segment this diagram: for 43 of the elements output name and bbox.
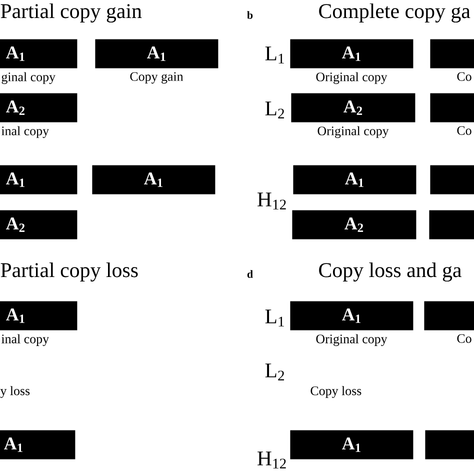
gene-block: A$_{2}$: [291, 93, 416, 122]
panel-title: Partial copy gain: [0, 3, 142, 22]
gene-block: A$_{2}$: [292, 210, 416, 240]
gene-block: A$_{2}$: [0, 93, 78, 122]
row-label: H$_{12}$: [258, 452, 286, 468]
gene-block: [429, 210, 474, 240]
node-label: Co: [457, 126, 472, 135]
node-label: Co: [457, 334, 472, 343]
row-label: L$_{1}$: [265, 46, 284, 64]
gene-block: A$_{1}$: [0, 39, 78, 68]
panel-title: Copy loss and ga: [319, 262, 462, 282]
node-label: Original copy: [316, 72, 388, 84]
gene-block: A$_{1}$: [0, 165, 78, 194]
row-label: H$_{12}$: [258, 192, 286, 210]
gene-block: [430, 165, 474, 194]
panel-letter: d: [247, 270, 253, 278]
node-label: inal copy: [1, 334, 49, 346]
gene-block: A$_{1}$: [293, 165, 416, 194]
gene-block: A$_{1}$: [290, 39, 414, 68]
gene-block: [424, 301, 474, 330]
gene-block: A$_{1}$: [92, 165, 216, 194]
gene-block: [425, 430, 474, 460]
panel-letter: b: [247, 11, 253, 19]
panel-title: Partial copy loss: [0, 262, 138, 282]
node-label: ginal copy: [2, 72, 56, 84]
caption: Copy loss: [310, 386, 362, 398]
panel-title: Complete copy ga: [319, 3, 470, 22]
node-label: Copy gain: [130, 72, 184, 84]
node-label: Co: [457, 72, 472, 81]
gene-block: A$_{1}$: [290, 301, 414, 330]
gene-block: [430, 93, 474, 122]
node-label: inal copy: [1, 126, 49, 138]
gene-block: A$_{1}$: [290, 430, 414, 460]
gene-block: A$_{1}$: [95, 39, 218, 68]
gene-block: [430, 39, 474, 68]
row-label: L$_{2}$: [265, 364, 284, 380]
caption: y loss: [0, 386, 30, 398]
row-label: L$_{2}$: [265, 102, 284, 118]
gene-block: A$_{2}$: [0, 210, 78, 240]
node-label: Original copy: [316, 334, 388, 346]
gene-block: A$_{1}$: [0, 301, 78, 330]
node-label: Original copy: [318, 126, 389, 138]
gene-block: A$_{1}$: [0, 430, 76, 460]
